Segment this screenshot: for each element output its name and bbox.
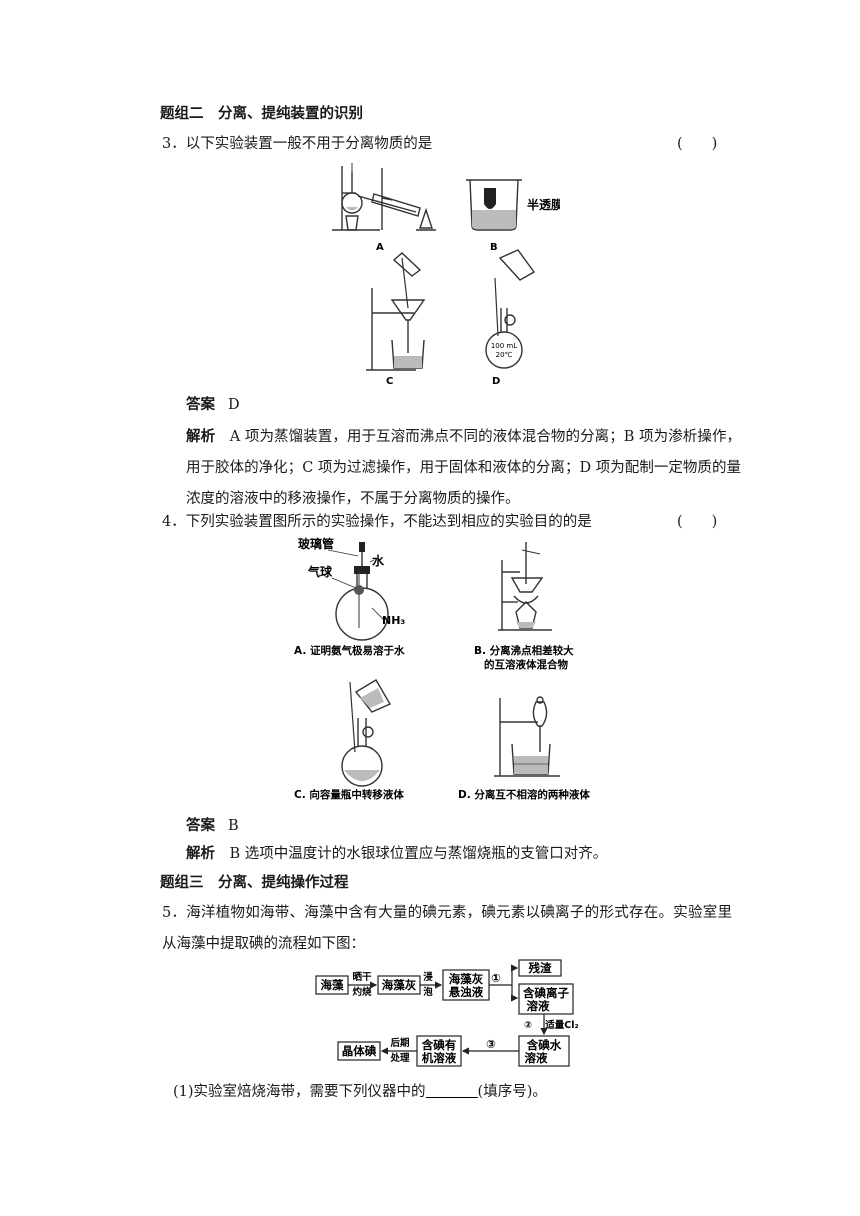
sub1-suffix: (填序号)。 [477,1084,547,1100]
residue-box [518,959,562,977]
seaweed-label: 海藻 [321,978,344,992]
iodine-water-label-1: 含碘水 [526,1038,562,1052]
separatory-funnel-apparatus [494,696,560,777]
question-4-figure: 玻璃管 水 气球 NH₃ A. 证明氨气极易溶于水 B. 分离沸点相差较大 的互… [294,536,590,801]
question-5-sub1: (1)实验室焙烧海带，需要下列仪器中的 (填序号)。 [173,1082,547,1102]
iodide-solution-box [518,983,574,1015]
figure-label-b-line1: B. 分离沸点相差较大 [474,644,574,657]
figure-label-b-line2: 的互溶液体混合物 [484,658,568,671]
chlorine-label: 适量Cl₂ [545,1019,578,1031]
filtration-apparatus [366,252,426,371]
question-3-stem: 3．以下实验装置一般不用于分离物质的是 [162,136,433,152]
figure-label-a: A [376,242,384,253]
distillation-apparatus-b [498,542,552,631]
soak-label-2: 泡 [423,986,433,998]
answer-value: D [228,397,240,413]
question-4-stem: 4．下列实验装置图所示的实验操作，不能达到相应的实验目的的是 [162,514,592,530]
membrane-label: 半透膜 [527,197,560,212]
analysis-paragraph: 解析 B 选项中温度计的水银球位置应与蒸馏烧瓶的支管口对齐。 [186,844,607,864]
distillation-apparatus [332,163,436,231]
step-2-label: ② [524,1020,532,1031]
organic-label-1: 含碘有 [421,1038,457,1052]
flask-temp-label: 20℃ [496,351,513,359]
suspension-label-1: 海藻灰 [449,972,484,986]
fountain-apparatus [327,542,389,641]
glass-tube-label: 玻璃管 [298,536,334,551]
step-3-label: ③ [486,1037,496,1051]
dry-label-2: 灼烧 [352,986,372,998]
question-4-bracket: ( ) [677,514,718,530]
question-5-stem: 5．海洋植物如海带、海藻中含有大量的碘元素，碘元素以碘离子的形式存在。实验室里从… [162,905,732,952]
figure-label-c: C. 向容量瓶中转移液体 [294,788,404,801]
balloon-label: 气球 [307,564,333,579]
figure-label-d: D. 分离互不相溶的两种液体 [458,788,590,801]
crystal-iodine-box [337,1041,381,1061]
answer-label: 答案 [186,818,215,834]
analysis-text: A 项为蒸馏装置，用于互溶而沸点不同的液体混合物的分离；B 项为渗析操作，用于胶… [186,429,742,507]
analysis-text: B 选项中温度计的水银球位置应与蒸馏烧瓶的支管口对齐。 [229,846,608,862]
post-process-label-2: 处理 [389,1052,410,1064]
section-title-group3: 题组三 分离、提纯操作过程 [160,875,349,891]
suspension-label-2: 悬浊液 [448,985,484,999]
water-label: 水 [372,553,385,568]
answer-value: B [228,818,239,834]
dialysis-apparatus [466,179,522,231]
post-process-label-1: 后期 [390,1037,409,1049]
figure-label-d: D [492,376,500,387]
figure-label-a: A. 证明氨气极易溶于水 [294,644,405,657]
figure-label-c: C [386,376,393,387]
volumetric-transfer-apparatus [341,679,391,787]
ash-label: 海藻灰 [382,978,417,992]
dry-label-1: 晒干 [352,972,372,983]
nh3-label: NH₃ [382,614,405,627]
soak-label-1: 浸 [423,971,433,983]
analysis-label: 解析 [186,429,216,445]
organic-label-2: 机溶液 [422,1051,457,1065]
step-1-label: ① [491,971,501,985]
figure-label-b: B [490,242,498,253]
flask-volume-label: 100 mL [491,342,517,350]
organic-solution-box [416,1035,462,1067]
iodine-extraction-flowchart: 海藻 晒干 灼烧 海藻灰 浸 泡 海藻灰 悬浊液 ① 残渣 含碘离子 溶液 ② … [315,959,579,1067]
question-3-bracket: ( ) [677,136,718,152]
question-3-figure: A 半透膜 B C 100 mL 20℃ D [332,163,560,387]
volumetric-flask-apparatus [485,249,536,369]
iodide-label-2: 溶液 [527,999,550,1013]
residue-label: 残渣 [529,961,552,975]
answer-label: 答案 [186,397,215,413]
analysis-paragraph: 解析 A 项为蒸馏装置，用于互溶而沸点不同的液体混合物的分离；B 项为渗析操作，… [186,422,741,515]
sub1-prefix: (1)实验室焙烧海带，需要下列仪器中的 [173,1084,426,1100]
analysis-label: 解析 [186,846,215,862]
suspension-box [442,969,490,1001]
section-title-group2: 题组二 分离、提纯装置的识别 [160,106,363,122]
iodine-water-label-2: 溶液 [525,1051,548,1065]
answer-blank[interactable] [425,1083,478,1098]
iodide-label-1: 含碘离子 [522,986,569,1000]
crystal-iodine-label: 晶体碘 [342,1044,377,1058]
